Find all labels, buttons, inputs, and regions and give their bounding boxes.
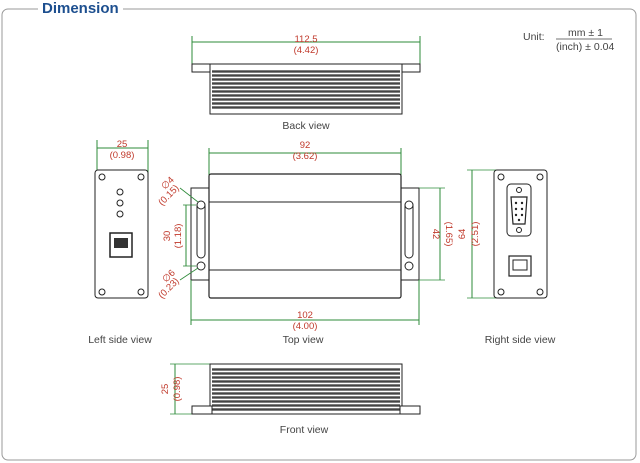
top-width-in: (3.62) <box>293 151 318 162</box>
unit-legend: Unit: mm ± 1 (inch) ± 0.04 <box>523 27 614 53</box>
unit-label: Unit: <box>523 31 545 43</box>
right-h-mm: 64 <box>457 229 468 240</box>
front-h-in: (0.98) <box>172 377 183 402</box>
top-view-label: Top view <box>283 334 324 346</box>
left-side-view-label: Left side view <box>88 334 152 346</box>
front-view: 25 (0.98) Front view <box>160 363 421 436</box>
top-width-mm: 92 <box>300 140 311 151</box>
right-side-view: 64 (2.51) Right side view <box>457 169 556 346</box>
outer-frame <box>1 8 637 461</box>
hole-pitch-in: (1.18) <box>173 224 184 249</box>
inner-h-in: (1.65) <box>443 222 454 247</box>
front-h-mm: 25 <box>160 384 171 395</box>
back-view: 112.5 (4.42) Back view <box>191 34 421 132</box>
left-width-in: (0.98) <box>110 150 135 161</box>
left-side-view: 25 (0.98) Left side view <box>88 139 152 346</box>
section-title: Dimension <box>38 0 123 17</box>
back-width-in: (4.42) <box>294 45 319 56</box>
hole-big-in: (0.15) <box>156 183 181 208</box>
right-h-in: (2.51) <box>470 222 481 247</box>
back-view-label: Back view <box>282 120 330 132</box>
left-width-mm: 25 <box>117 139 128 150</box>
top-total-in: (4.00) <box>293 321 318 332</box>
inner-h-mm: 42 <box>430 229 441 240</box>
unit-bottom: (inch) ± 0.04 <box>556 41 614 53</box>
hole-small-in: (0.23) <box>156 276 181 301</box>
unit-top: mm ± 1 <box>568 27 603 39</box>
back-width-mm: 112.5 <box>294 34 317 45</box>
right-side-view-label: Right side view <box>485 334 556 346</box>
front-view-label: Front view <box>280 424 329 436</box>
top-total-mm: 102 <box>297 310 313 321</box>
hole-pitch-mm: 30 <box>162 231 173 242</box>
top-view: 92 (3.62) ∅4 (0.15) ∅6 (0.23) 30 (1.18) <box>156 140 454 346</box>
